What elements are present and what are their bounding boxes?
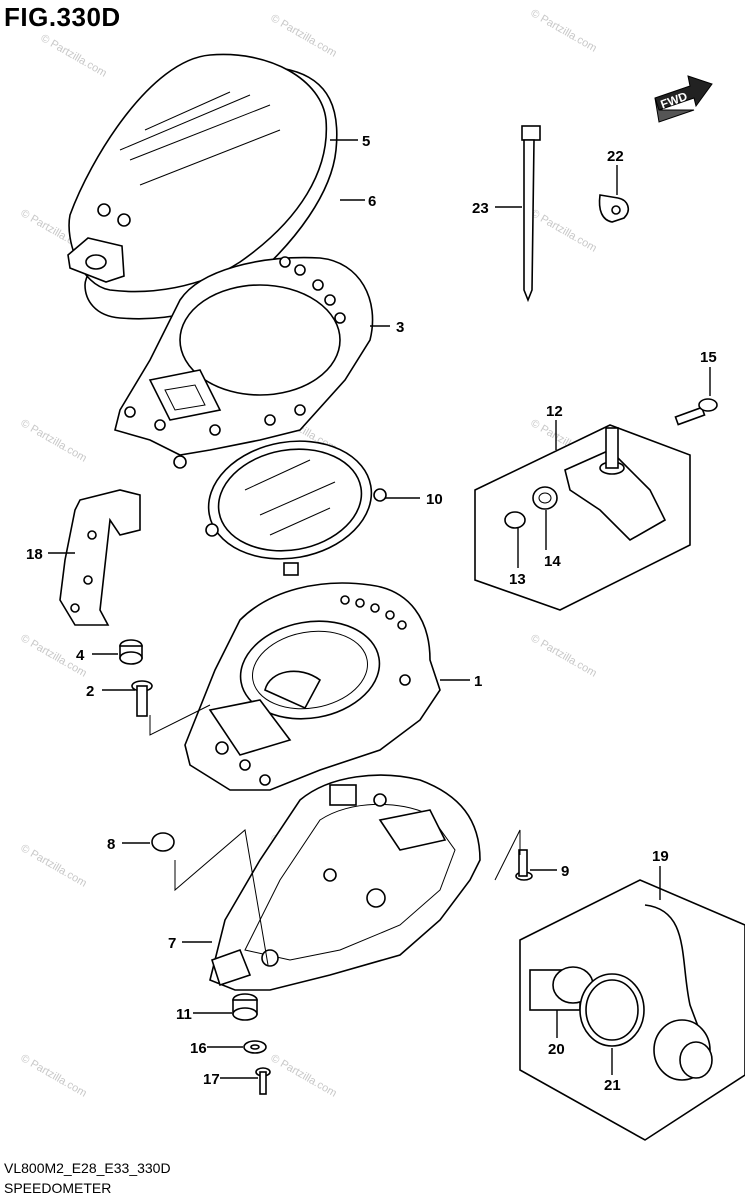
- callout-11: 11: [176, 1006, 192, 1023]
- callout-7: 7: [168, 935, 176, 952]
- callout-14: 14: [544, 553, 561, 570]
- callout-1: 1: [474, 673, 482, 690]
- callout-20: 20: [548, 1041, 565, 1058]
- watermark: © Partzilla.com: [529, 7, 599, 54]
- callout-5: 5: [362, 133, 370, 150]
- watermark: © Partzilla.com: [269, 1052, 339, 1099]
- meter-bezel-part: [114, 256, 374, 469]
- callout-2: 2: [86, 683, 94, 700]
- callout-23: 23: [472, 200, 489, 217]
- callout-8: 8: [107, 836, 115, 853]
- callout-3: 3: [396, 319, 404, 336]
- figure-title: FIG.330D: [4, 2, 121, 32]
- screw-part: [255, 1067, 271, 1095]
- watermark: © Partzilla.com: [529, 632, 599, 679]
- clamp-part: [598, 194, 630, 223]
- callout-4: 4: [76, 647, 85, 664]
- callout-18: 18: [26, 546, 43, 563]
- callout-12: 12: [546, 403, 563, 420]
- callout-13: 13: [509, 571, 526, 588]
- fwd-arrow-icon: FWD: [654, 75, 713, 123]
- callout-15: 15: [700, 349, 717, 366]
- cap-part: [151, 832, 175, 852]
- watermark: © Partzilla.com: [19, 842, 89, 889]
- watermark: © Partzilla.com: [39, 32, 109, 79]
- diagram-code: VL800M2_E28_E33_330D: [4, 1160, 171, 1176]
- callout-labels: 1 2 3 4 5 6 7 8 9 10 11 12 13 14 15 16 1…: [26, 133, 717, 1094]
- watermark: © Partzilla.com: [19, 1052, 89, 1099]
- callout-19: 19: [652, 848, 669, 865]
- grommet-part: [119, 639, 143, 665]
- cushion-part: [232, 993, 258, 1021]
- meter-case-part: [209, 774, 481, 991]
- watermark: © Partzilla.com: [529, 207, 599, 254]
- callout-16: 16: [190, 1040, 207, 1057]
- diagram-name: SPEEDOMETER: [4, 1180, 112, 1196]
- callout-9: 9: [561, 863, 569, 880]
- meter-assembly-part: [184, 582, 441, 791]
- callout-21: 21: [604, 1077, 621, 1094]
- leader-lines: [48, 139, 711, 1079]
- meter-cover-part: [67, 53, 338, 320]
- bracket-part: [59, 489, 141, 626]
- watermark: © Partzilla.com: [19, 417, 89, 464]
- fwd-label: FWD: [659, 89, 690, 112]
- collar-part: [131, 680, 153, 717]
- callout-17: 17: [203, 1071, 220, 1088]
- callout-6: 6: [368, 193, 376, 210]
- sensor-unit-group-box: [519, 879, 745, 1141]
- screw-part: [515, 849, 533, 881]
- callout-22: 22: [607, 148, 624, 165]
- watermark: © Partzilla.com: [269, 12, 339, 59]
- washer-part: [243, 1040, 267, 1054]
- sensor-group-box: [474, 424, 691, 611]
- callout-10: 10: [426, 491, 443, 508]
- bolt-part: [674, 398, 718, 426]
- cable-tie-part: [521, 125, 541, 303]
- lens-ring-part: [205, 440, 387, 576]
